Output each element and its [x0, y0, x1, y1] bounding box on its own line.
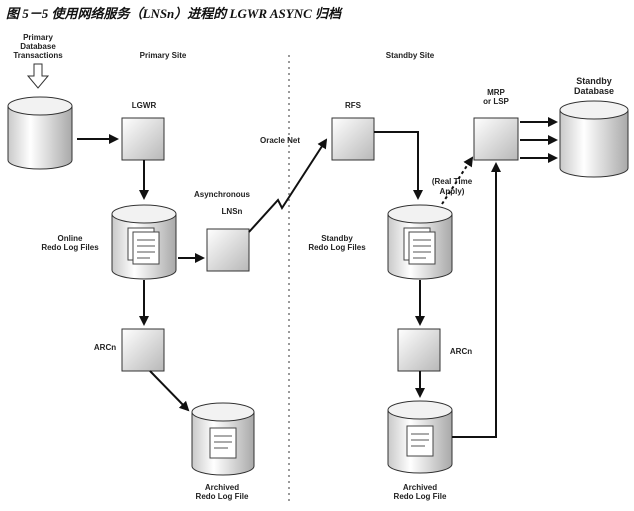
primary-tx-line1: Primary	[23, 33, 53, 42]
lgwr-process-box	[121, 117, 165, 161]
connector-arrows	[77, 117, 558, 438]
oracle-net-label: Oracle Net	[260, 136, 300, 145]
mrp-line1: MRP	[487, 88, 505, 97]
archived-primary-line1: Archived	[205, 483, 239, 492]
async-label-line1: Asynchronous	[194, 190, 251, 199]
primary-site-label: Primary Site	[140, 51, 187, 60]
online-label-line2: Redo Log Files	[41, 243, 99, 252]
mrp-lsp-process-box	[473, 117, 519, 161]
mrp-line2: or LSP	[483, 97, 509, 106]
realtime-line1: (Real Time	[432, 177, 473, 186]
online-redo-log-cylinder	[111, 204, 177, 280]
arcn-primary-box	[121, 328, 165, 372]
realtime-line2: Apply)	[440, 187, 465, 196]
rfs-label: RFS	[345, 101, 362, 110]
rfs-process-box	[331, 117, 375, 161]
primary-database-cylinder	[7, 96, 73, 170]
arcn-primary-label: ARCn	[94, 343, 116, 352]
standby-redo-line2: Redo Log Files	[308, 243, 366, 252]
standby-site-label: Standby Site	[386, 51, 435, 60]
arcn-standby-label: ARCn	[450, 347, 472, 356]
online-label-line1: Online	[58, 234, 83, 243]
standby-db-line1: Standby	[576, 76, 612, 86]
standby-database-cylinder	[559, 100, 629, 178]
standby-redo-line1: Standby	[321, 234, 353, 243]
archived-standby-line1: Archived	[403, 483, 437, 492]
transactions-hollow-arrow-icon	[26, 63, 50, 89]
archived-primary-cylinder	[191, 402, 255, 476]
arcn-standby-box	[397, 328, 441, 372]
async-label-line2: LNSn	[222, 207, 243, 216]
lnsn-process-box	[206, 228, 250, 272]
standby-redo-log-cylinder	[387, 204, 453, 280]
primary-tx-line2: Database	[20, 42, 56, 51]
archived-standby-line2: Redo Log File	[394, 492, 447, 501]
lgwr-label: LGWR	[132, 101, 157, 110]
standby-db-line2: Database	[574, 86, 614, 96]
archived-primary-line2: Redo Log File	[196, 492, 249, 501]
archived-standby-cylinder	[387, 400, 453, 474]
figure-caption: 图 5－5 使用网络服务（LNSn）进程的 LGWR ASYNC 归档	[6, 6, 343, 21]
primary-tx-line3: Transactions	[13, 51, 63, 60]
